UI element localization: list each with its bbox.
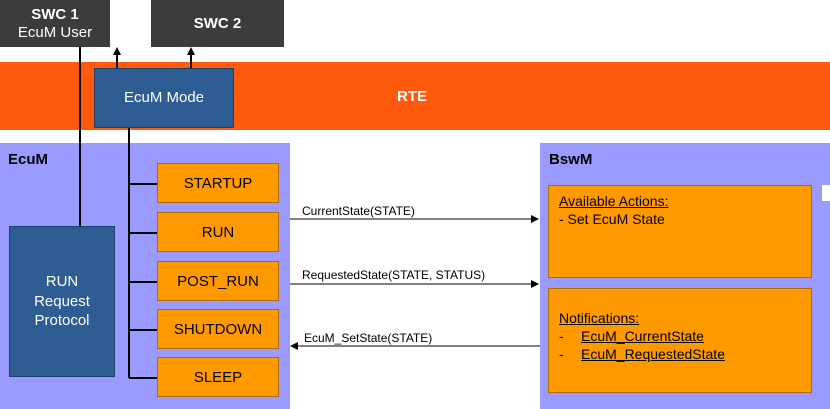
swc1-subtitle: EcuM User: [17, 23, 93, 41]
state-run: RUN: [157, 212, 279, 252]
state-post-run: POST_RUN: [157, 261, 279, 301]
ecum-panel-title: EcuM: [8, 151, 49, 168]
ecum-mode-box: EcuM Mode: [94, 68, 234, 128]
swc1-box: SWC 1 EcuM User: [0, 0, 110, 47]
swc2-title: SWC 2: [193, 14, 242, 32]
branch-shutdown: [129, 329, 157, 331]
run-request-line-2: Request: [34, 292, 90, 310]
rte-label: RTE: [397, 88, 427, 105]
run-request-line-1: RUN: [45, 273, 79, 291]
notification-item: - EcuM_CurrentState: [559, 327, 801, 345]
bswm-panel-notch: [822, 185, 830, 201]
notification-requested-state: EcuM_RequestedState: [581, 346, 725, 363]
branch-startup: [129, 183, 157, 185]
notification-dash: -: [559, 328, 564, 345]
run-request-line-3: Protocol: [34, 312, 90, 330]
set-state-arrowhead: [290, 342, 298, 350]
mode-to-swc2-arrowhead: [187, 47, 195, 55]
available-actions-box: Available Actions: - Set EcuM State: [548, 185, 812, 278]
swc1-title: SWC 1: [31, 6, 79, 24]
msg-requested-state: RequestedState(STATE, STATUS): [302, 268, 486, 282]
requested-state-arrowhead: [531, 280, 539, 288]
notifications-header: Notifications:: [559, 310, 640, 326]
branch-sleep: [129, 377, 157, 379]
available-actions-header: Available Actions:: [559, 193, 669, 209]
notification-item: - EcuM_RequestedState: [559, 345, 801, 363]
state-shutdown: SHUTDOWN: [157, 309, 279, 349]
branch-post-run: [129, 281, 157, 283]
run-request-protocol-box: RUN Request Protocol: [9, 226, 115, 377]
state-startup: STARTUP: [157, 163, 279, 203]
swc2-box: SWC 2: [151, 0, 284, 47]
current-state-arrowhead: [531, 215, 539, 223]
available-actions-item: - Set EcuM State: [559, 211, 665, 228]
msg-current-state: CurrentState(STATE): [302, 204, 415, 218]
notification-dash: -: [559, 346, 564, 363]
branch-run: [129, 232, 157, 234]
swc1-to-protocol-line: [79, 47, 81, 227]
state-sleep: SLEEP: [157, 357, 279, 397]
notification-current-state: EcuM_CurrentState: [581, 328, 704, 345]
bswm-panel-title: BswM: [549, 151, 593, 168]
msg-set-state: EcuM_SetState(STATE): [304, 331, 433, 345]
mode-to-swc1-arrowhead: [113, 47, 121, 55]
notifications-box: Notifications: - EcuM_CurrentState - Ecu…: [548, 288, 812, 393]
mode-vertical-line: [128, 127, 130, 378]
